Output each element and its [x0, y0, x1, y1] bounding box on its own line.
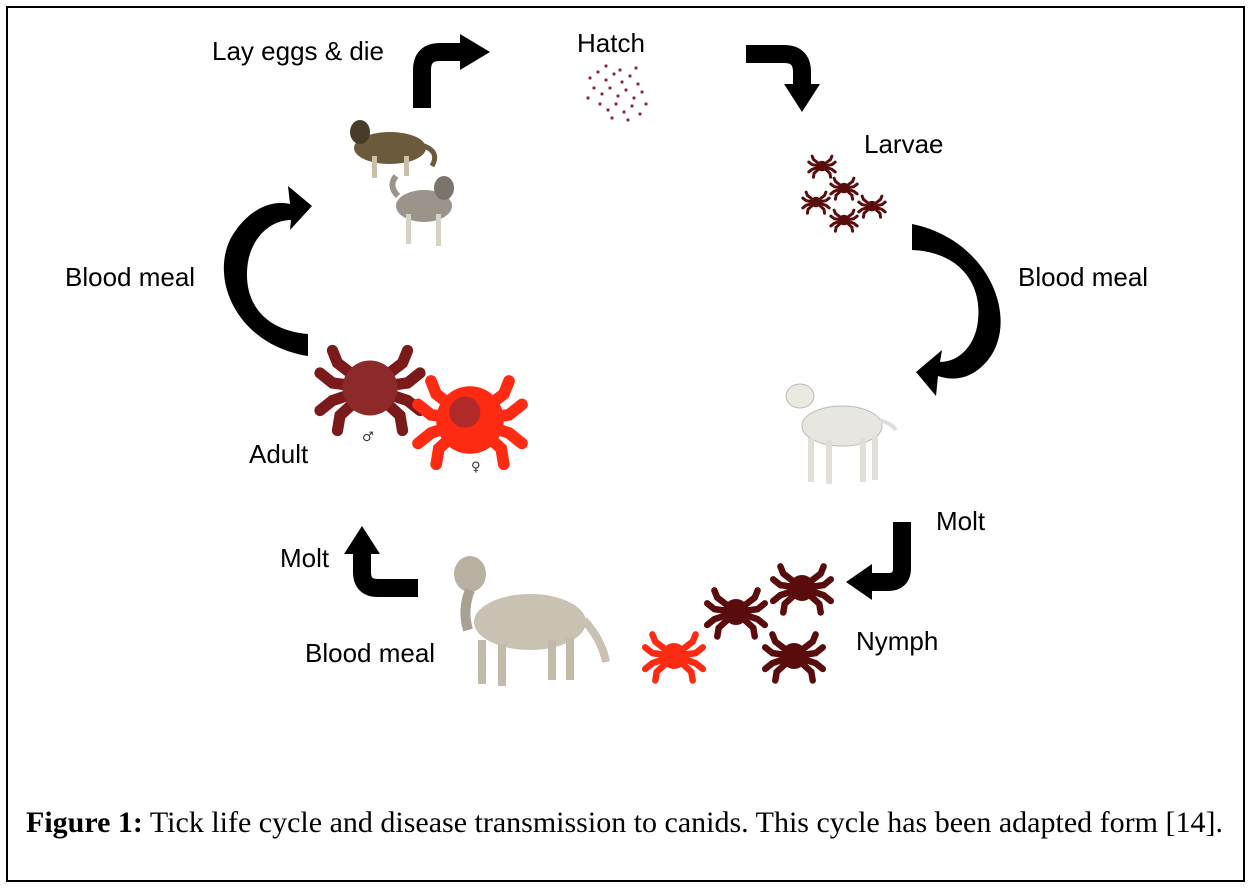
caption-label: Figure 1:: [26, 806, 143, 839]
arrow-hatch-to-larvae: [746, 54, 820, 112]
female-symbol: ♀: [471, 461, 481, 474]
adult-female-tick: [418, 381, 522, 464]
male-symbol: ♂: [362, 431, 374, 444]
setter-dog-illustration: [454, 556, 606, 686]
label-blood-meal-bottom: Blood meal: [305, 640, 435, 666]
label-nymph: Nymph: [856, 628, 938, 654]
arrow-molt-to-nymph: [846, 522, 902, 600]
eggs-cluster: [586, 64, 647, 121]
label-adult: Adult: [249, 441, 308, 467]
label-lay-eggs-and-die: Lay eggs & die: [212, 38, 384, 64]
label-larvae: Larvae: [864, 131, 944, 157]
arrow-adult-to-dogs: [224, 186, 312, 356]
adult-male-tick: [320, 351, 420, 431]
label-molt-left: Molt: [280, 545, 329, 571]
figure-caption: Figure 1: Tick life cycle and disease tr…: [26, 802, 1226, 843]
arrow-lay-eggs-to-hatch: [422, 34, 490, 108]
husky-dog-illustration: [392, 176, 454, 246]
arrow-larvae-to-dog: [912, 224, 1001, 396]
arrow-blood-meal-to-molt: [344, 526, 418, 588]
label-hatch: Hatch: [577, 30, 645, 56]
caption-text: Tick life cycle and disease transmission…: [143, 806, 1223, 839]
collie-dog-illustration: [350, 120, 435, 178]
label-molt-right: Molt: [936, 508, 985, 534]
bull-terrier-dog-illustration: [786, 384, 896, 484]
nymph-ticks: [645, 566, 831, 680]
label-blood-meal-right: Blood meal: [1018, 264, 1148, 290]
larvae-ticks: [803, 156, 885, 231]
label-blood-meal-left: Blood meal: [65, 264, 195, 290]
